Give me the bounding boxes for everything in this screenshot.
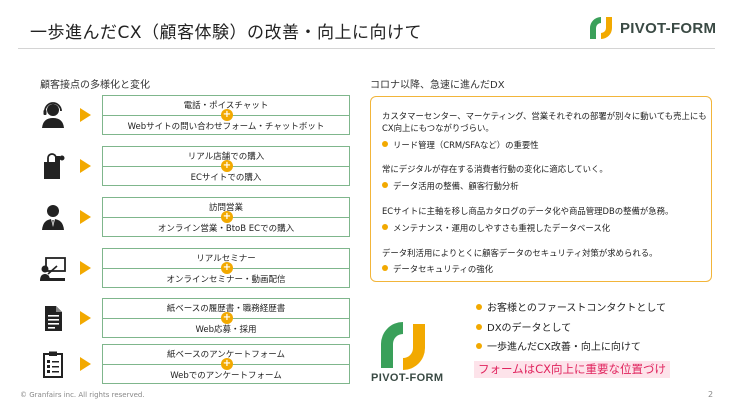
touchpoint-row: リアルセミナー + オンラインセミナー・動画配信 xyxy=(40,248,350,288)
bullet-dot-icon xyxy=(382,141,388,147)
dx-bullet: リード管理（CRM/SFAなど）の重要性 xyxy=(382,139,539,151)
dx-paragraph: ECサイトに主軸を移し商品カタログのデータ化や商品管理DBの整備が急務。 xyxy=(382,206,674,216)
touchpoint-row: リアル店舗での購入 + ECサイトでの購入 xyxy=(40,146,350,186)
brand-wordmark: PIVOT-FORM xyxy=(371,372,444,384)
shopping-bag-icon xyxy=(44,153,65,179)
dx-paragraph: カスタマーセンター、マーケティング、営業それぞれの部署が別々に動いても売上にもC… xyxy=(382,111,707,133)
dx-bullet: メンテナンス・運用のしやすさも重視したデータベース化 xyxy=(382,222,610,234)
call-center-agent-icon xyxy=(42,102,64,128)
touchpoint-old: リアルセミナー xyxy=(196,254,256,264)
touchpoint-row: 紙ベースの履歴書・職務経歴書 + Web応募・採用 xyxy=(40,298,350,338)
form-role-item: お客様とのファーストコンタクトとして xyxy=(476,299,666,314)
touchpoint-old: 電話・ポイスチャット xyxy=(183,101,269,111)
touchpoint-row: 紙ベースのアンケートフォーム + Webでのアンケートフォーム xyxy=(40,344,350,384)
key-message: フォームはCX向上に重要な位置づけ xyxy=(474,361,671,378)
touchpoint-box: 電話・ポイスチャット + Webサイトの問い合わせフォーム・チャットボット xyxy=(102,95,350,135)
plus-icon: + xyxy=(221,160,233,172)
left-section-heading: 顧客接点の多様化と変化 xyxy=(40,80,150,91)
dx-bullet-text: データ活用の整備、顧客行動分析 xyxy=(393,181,519,191)
clipboard-survey-icon xyxy=(43,351,63,378)
touchpoint-old: 訪問営業 xyxy=(208,203,243,213)
touchpoint-old: 紙ベースの履歴書・職務経歴書 xyxy=(166,304,286,314)
touchpoint-new: Webサイトの問い合わせフォーム・チャットボット xyxy=(127,122,325,132)
bullet-dot-icon xyxy=(382,265,388,271)
form-role-item: DXのデータとして xyxy=(476,319,571,334)
dx-bullet: データ活用の整備、顧客行動分析 xyxy=(382,180,519,192)
plus-icon: + xyxy=(221,358,233,370)
plus-icon: + xyxy=(221,312,233,324)
dx-card: カスタマーセンター、マーケティング、営業それぞれの部署が別々に動いても売上にもC… xyxy=(370,96,712,282)
document-icon xyxy=(45,306,62,331)
title-divider xyxy=(18,48,715,49)
pivot-form-logo-icon xyxy=(381,322,425,370)
touchpoint-new: Web応募・採用 xyxy=(195,325,257,335)
touchpoint-old: 紙ベースのアンケートフォーム xyxy=(167,350,285,360)
bullet-dot-icon xyxy=(382,182,388,188)
seminar-presentation-icon xyxy=(40,257,66,281)
arrow-right-icon xyxy=(80,261,91,275)
touchpoint-box: 紙ベースのアンケートフォーム + Webでのアンケートフォーム xyxy=(102,344,350,384)
plus-icon: + xyxy=(221,109,233,121)
form-role-text: 一歩進んだCX改善・向上に向けて xyxy=(487,342,641,353)
touchpoint-box: 紙ベースの履歴書・職務経歴書 + Web応募・採用 xyxy=(102,298,350,338)
bullet-dot-icon xyxy=(476,324,482,330)
bullet-dot-icon xyxy=(382,224,388,230)
touchpoint-row: 訪問営業 + オンライン営業・BtoB ECでの購入 xyxy=(40,197,350,237)
form-role-text: お客様とのファーストコンタクトとして xyxy=(487,303,667,314)
arrow-right-icon xyxy=(80,210,91,224)
arrow-right-icon xyxy=(80,357,91,371)
dx-bullet-text: データセキュリティの強化 xyxy=(393,264,493,274)
page-number: 2 xyxy=(708,390,714,399)
touchpoint-box: 訪問営業 + オンライン営業・BtoB ECでの購入 xyxy=(102,197,350,237)
touchpoint-box: リアルセミナー + オンラインセミナー・動画配信 xyxy=(102,248,350,288)
pivot-form-logo-icon xyxy=(590,17,612,39)
arrow-right-icon xyxy=(80,159,91,173)
touchpoint-new: Webでのアンケートフォーム xyxy=(170,371,282,381)
touchpoint-new: オンライン営業・BtoB ECでの購入 xyxy=(157,224,295,234)
touchpoint-old: リアル店舗での購入 xyxy=(187,152,265,162)
dx-paragraph: データ利活用によりとくに顧客データのセキュリティ対策が求められる。 xyxy=(382,248,658,258)
dx-paragraph: 常にデジタルが存在する消費者行動の変化に適応していく。 xyxy=(382,164,608,174)
arrow-right-icon xyxy=(80,311,91,325)
brand-logo: PIVOT-FORM xyxy=(586,13,716,43)
copyright: © Granfairs inc. All rights reserved. xyxy=(20,391,145,399)
touchpoint-box: リアル店舗での購入 + ECサイトでの購入 xyxy=(102,146,350,186)
business-person-icon xyxy=(42,205,64,230)
dx-bullet-text: メンテナンス・運用のしやすさも重視したデータベース化 xyxy=(393,223,611,233)
touchpoint-row: 電話・ポイスチャット + Webサイトの問い合わせフォーム・チャットボット xyxy=(40,95,350,135)
dx-bullet: データセキュリティの強化 xyxy=(382,263,493,275)
right-section-heading: コロナ以降、急速に進んだDX xyxy=(370,80,505,91)
plus-icon: + xyxy=(221,262,233,274)
dx-bullet-text: リード管理（CRM/SFAなど）の重要性 xyxy=(393,140,539,150)
arrow-right-icon xyxy=(80,108,91,122)
form-role-text: DXのデータとして xyxy=(487,323,572,334)
page-title: 一歩進んだCX（顧客体験）の改善・向上に向けて xyxy=(30,23,423,43)
bullet-dot-icon xyxy=(476,304,482,310)
touchpoint-new: オンラインセミナー・動画配信 xyxy=(166,275,286,285)
touchpoint-new: ECサイトでの購入 xyxy=(190,173,262,183)
plus-icon: + xyxy=(221,211,233,223)
bullet-dot-icon xyxy=(476,343,482,349)
brand-wordmark: PIVOT-FORM xyxy=(620,19,717,37)
form-role-item: 一歩進んだCX改善・向上に向けて xyxy=(476,338,641,353)
